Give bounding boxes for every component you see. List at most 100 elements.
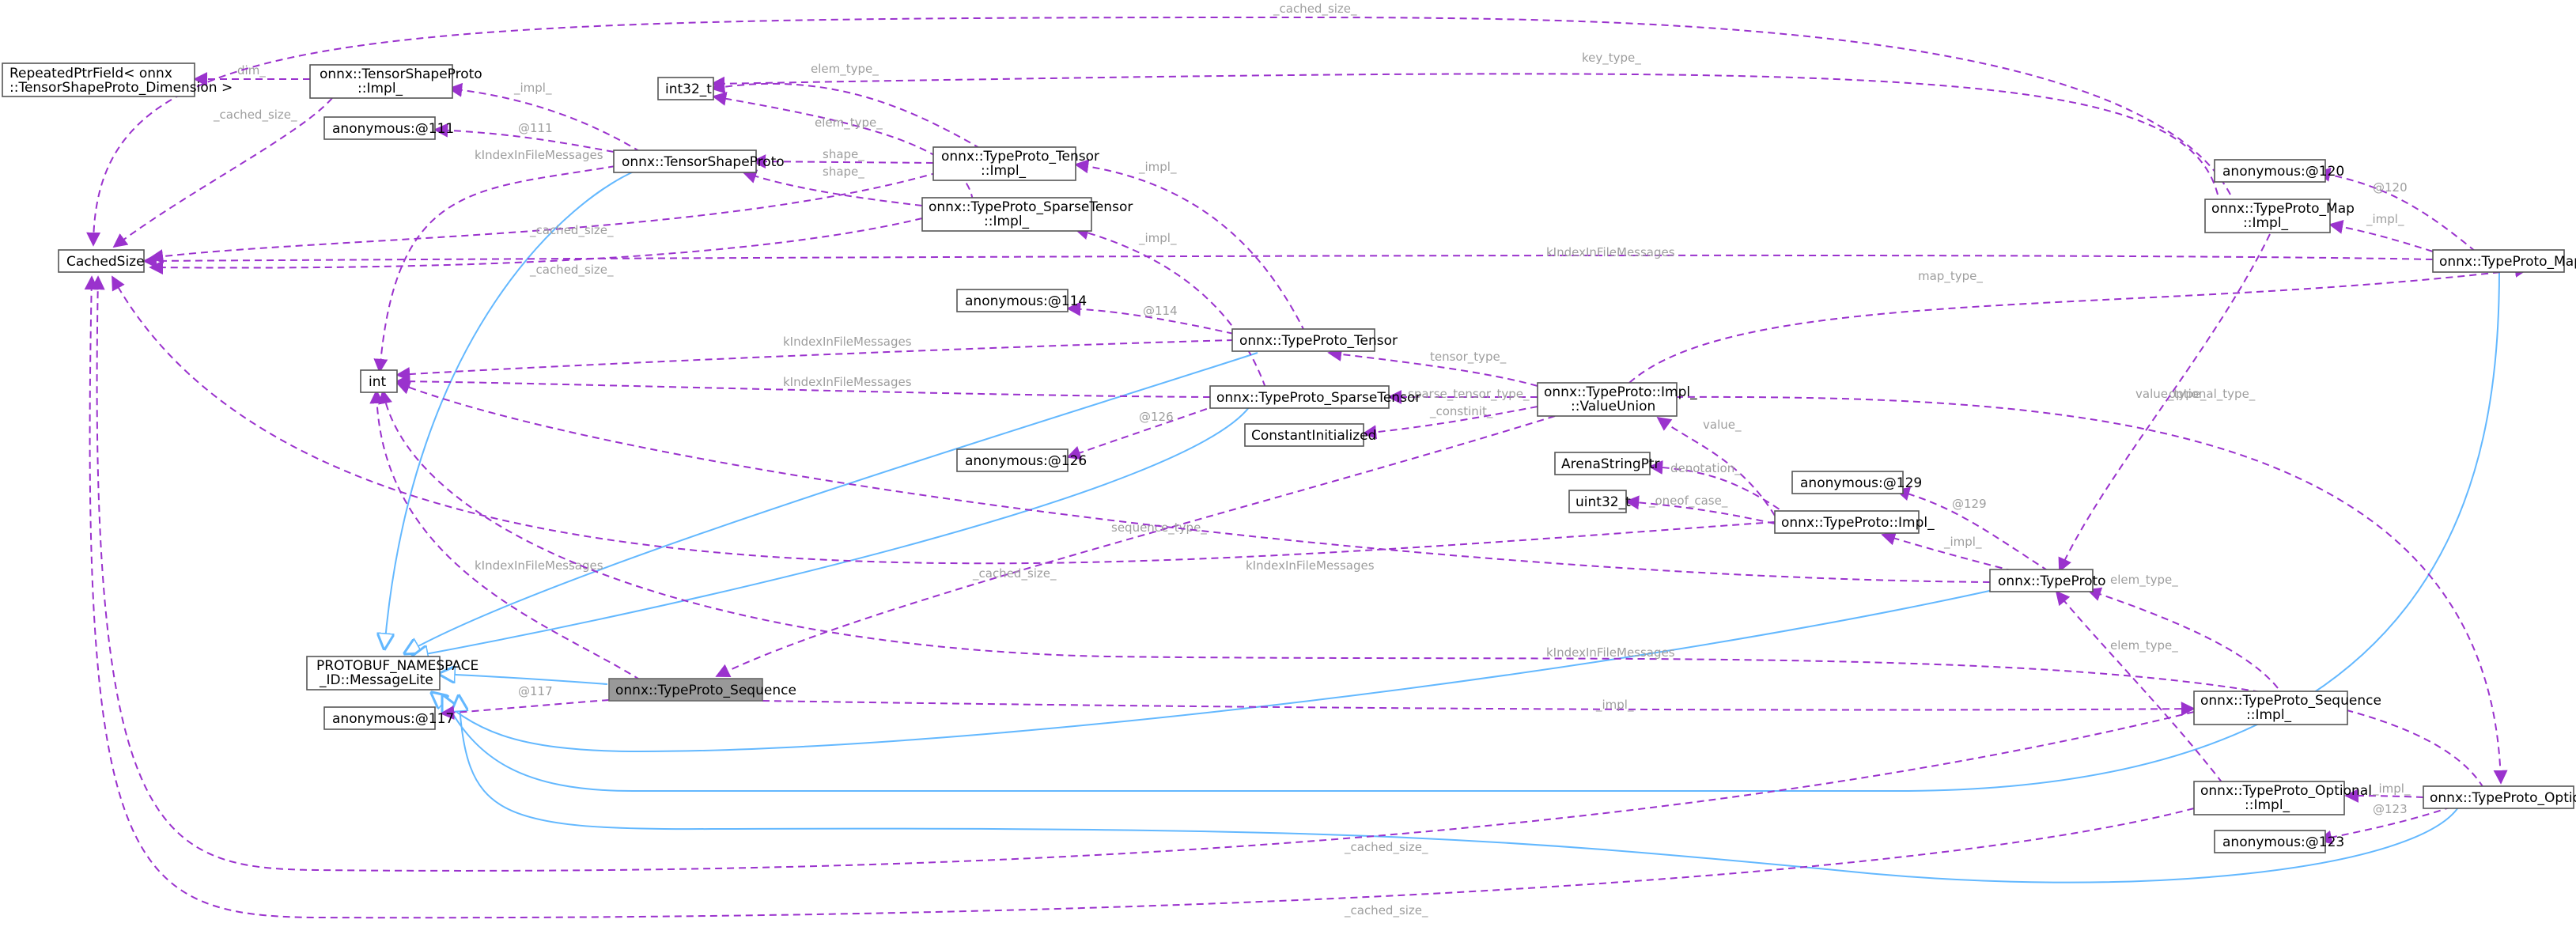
edge-tpimpl-vu: value_ <box>1656 416 1776 516</box>
edge-tpstimpl-cs: _cached_size_ <box>149 218 923 278</box>
svg-text:int: int <box>369 374 386 390</box>
svg-text:elem_type_: elem_type_ <box>2110 638 2178 653</box>
node-tensorshapeproto-impl[interactable]: onnx::TensorShapeProto ::Impl_ <box>309 64 482 99</box>
node-anonymous-120[interactable]: anonymous:@120 <box>2214 159 2344 183</box>
svg-text:@123: @123 <box>2373 802 2408 816</box>
svg-text:_cached_size_: _cached_size_ <box>972 566 1057 581</box>
node-uint32-t[interactable]: uint32_t <box>1568 490 1631 513</box>
svg-text:kIndexInFileMessages: kIndexInFileMessages <box>783 375 912 389</box>
node-typeproto-sequence[interactable]: onnx::TypeProto_Sequence <box>608 678 796 702</box>
node-int32-t[interactable]: int32_t <box>657 77 714 100</box>
node-int[interactable]: int <box>360 369 398 393</box>
node-anonymous-126[interactable]: anonymous:@126 <box>956 448 1087 472</box>
edge-tspimpl-cs: _cached_size_ <box>112 97 333 248</box>
svg-text:_cached_size_: _cached_size_ <box>529 263 614 278</box>
edge-tpst-anon126: @126 <box>1066 404 1219 460</box>
node-anonymous-114[interactable]: anonymous:@114 <box>956 289 1087 312</box>
svg-text:onnx::TypeProto::Impl_: onnx::TypeProto::Impl_ <box>1544 384 1697 400</box>
node-typeproto-impl[interactable]: onnx::TypeProto::Impl_ <box>1774 510 1935 534</box>
node-typeproto-map-impl[interactable]: onnx::TypeProto_Map ::Impl_ <box>2204 199 2355 233</box>
svg-text:shape_: shape_ <box>823 165 864 180</box>
edge-tsp-anon111: @111 <box>433 121 615 153</box>
svg-text:anonymous:@114: anonymous:@114 <box>965 293 1087 309</box>
svg-text:_impl_: _impl_ <box>2366 212 2404 227</box>
node-typeproto-map[interactable]: onnx::TypeProto_Map <box>2432 249 2576 273</box>
svg-text:_constinit_: _constinit_ <box>1429 404 1493 419</box>
edge-tpm-tpmimpl: _impl_ <box>2328 212 2434 252</box>
svg-text:onnx::TypeProto_Tensor: onnx::TypeProto_Tensor <box>1239 333 1398 349</box>
svg-text:onnx::TypeProto: onnx::TypeProto <box>1998 573 2106 589</box>
inherit-tpst <box>413 406 1250 656</box>
edge-tpimpl-arena: denotation_ <box>1648 460 1790 516</box>
edge-tpo-int: kIndexInFileMessages <box>378 389 2484 789</box>
edge-vu-tpst: sparse_tensor_type_ <box>1387 387 1538 404</box>
node-typeproto-sparsetensor-impl[interactable]: onnx::TypeProto_SparseTensor ::Impl_ <box>921 197 1133 232</box>
svg-text:@129: @129 <box>1952 497 1987 511</box>
svg-text:@126: @126 <box>1139 410 1174 424</box>
edge-tpseqimpl-tp: elem_type_ <box>2086 573 2279 689</box>
node-typeproto[interactable]: onnx::TypeProto <box>1989 569 2106 592</box>
svg-text:onnx::TypeProto_Map: onnx::TypeProto_Map <box>2439 254 2576 270</box>
node-typeproto-tensor[interactable]: onnx::TypeProto_Tensor <box>1231 328 1398 352</box>
svg-text:ConstantInitialized: ConstantInitialized <box>1251 428 1376 444</box>
node-anonymous-111[interactable]: anonymous:@111 <box>323 116 454 140</box>
edge-vu-tpseq: sequence_type_ <box>715 415 1556 677</box>
inherit-tpseq <box>440 674 608 685</box>
edge-tptimpl-cs: _cached_size_ <box>149 172 939 263</box>
svg-text:_impl_: _impl_ <box>1943 535 1982 550</box>
svg-text:onnx::TypeProto_Optional: onnx::TypeProto_Optional <box>2200 783 2372 799</box>
svg-text:_cached_size_: _cached_size_ <box>213 108 297 123</box>
svg-text:kIndexInFileMessages: kIndexInFileMessages <box>1546 645 1675 660</box>
node-constantinitialized[interactable]: ConstantInitialized <box>1244 423 1376 447</box>
edge-tpimpl-cs: _cached_size_ <box>112 275 1776 581</box>
svg-text:kIndexInFileMessages: kIndexInFileMessages <box>475 148 603 162</box>
node-cachedsize[interactable]: CachedSize <box>58 249 145 273</box>
edge-tsp-tspimpl: _impl_ <box>448 81 641 153</box>
edge-vu-tpm: map_type_ <box>1628 263 2529 384</box>
svg-text:onnx::TensorShapeProto: onnx::TensorShapeProto <box>320 66 482 82</box>
node-typeproto-tensor-impl[interactable]: onnx::TypeProto_Tensor ::Impl_ <box>932 146 1099 181</box>
node-anonymous-117[interactable]: anonymous:@117 <box>323 706 454 730</box>
edge-tp-tpimpl: _impl_ <box>1881 532 2014 572</box>
edge-tptimpl-int32: elem_type_ <box>710 62 982 149</box>
svg-text:@111: @111 <box>518 121 553 135</box>
edge-tpmimpl-tp: value_type_ <box>2058 233 2271 573</box>
svg-text:_cached_size_: _cached_size_ <box>1273 2 1357 17</box>
svg-text:onnx::TypeProto_Sequence: onnx::TypeProto_Sequence <box>615 683 796 698</box>
edge-vu-tpt: tensor_type_ <box>1327 346 1538 387</box>
node-typeproto-sequence-impl[interactable]: onnx::TypeProto_Sequence ::Impl_ <box>2193 691 2381 725</box>
edge-tspimpl-rpf: dim_ <box>193 63 310 86</box>
node-messagelite[interactable]: PROTOBUF_NAMESPACE _ID::MessageLite <box>306 656 479 691</box>
edge-tpt-int: kIndexInFileMessages <box>395 335 1235 382</box>
edge-tpimpl-uint32: _oneof_case_ <box>1625 494 1776 524</box>
svg-text:onnx::TypeProto_Sequence: onnx::TypeProto_Sequence <box>2200 693 2381 709</box>
svg-text:anonymous:@120: anonymous:@120 <box>2222 164 2344 180</box>
svg-text:kIndexInFileMessages: kIndexInFileMessages <box>475 558 603 573</box>
node-typeproto-optional[interactable]: onnx::TypeProto_Optional <box>2423 785 2576 809</box>
svg-text:optional_type_: optional_type_ <box>2169 387 2256 402</box>
svg-text:elem_type_: elem_type_ <box>815 115 883 131</box>
svg-text:kIndexInFileMessages: kIndexInFileMessages <box>1546 245 1675 259</box>
inherit-tsp <box>384 168 640 649</box>
svg-text:tensor_type_: tensor_type_ <box>1430 350 1507 365</box>
svg-text:::ValueUnion: ::ValueUnion <box>1571 399 1655 414</box>
node-repeated-ptr-field[interactable]: RepeatedPtrField< onnx ::TensorShapeProt… <box>2 62 233 97</box>
svg-text:elem_type_: elem_type_ <box>811 62 879 77</box>
svg-text:PROTOBUF_NAMESPACE: PROTOBUF_NAMESPACE <box>316 658 479 674</box>
node-anonymous-129[interactable]: anonymous:@129 <box>1791 471 1922 494</box>
node-typeproto-optional-impl[interactable]: onnx::TypeProto_Optional ::Impl_ <box>2193 781 2372 815</box>
edge-tpt-tptimpl: _impl_ <box>1074 159 1306 333</box>
svg-text:@117: @117 <box>518 684 553 698</box>
node-anonymous-123[interactable]: anonymous:@123 <box>2214 830 2344 853</box>
node-arenastringptr[interactable]: ArenaStringPtr <box>1554 452 1660 475</box>
edge-tpoimpl-cs: _cached_size_ <box>84 275 2195 919</box>
svg-text:ArenaStringPtr: ArenaStringPtr <box>1561 456 1660 472</box>
node-tensorshapeproto[interactable]: onnx::TensorShapeProto <box>613 149 785 173</box>
node-typeproto-impl-valueunion[interactable]: onnx::TypeProto::Impl_ ::ValueUnion <box>1537 382 1697 417</box>
node-typeproto-sparsetensor[interactable]: onnx::TypeProto_SparseTensor <box>1209 385 1420 409</box>
svg-text:anonymous:@111: anonymous:@111 <box>332 121 454 137</box>
svg-text:::Impl_: ::Impl_ <box>2246 707 2292 723</box>
edge-tpst-tpstimpl: _impl_ <box>1074 225 1266 388</box>
svg-text:_oneof_case_: _oneof_case_ <box>1648 494 1728 509</box>
